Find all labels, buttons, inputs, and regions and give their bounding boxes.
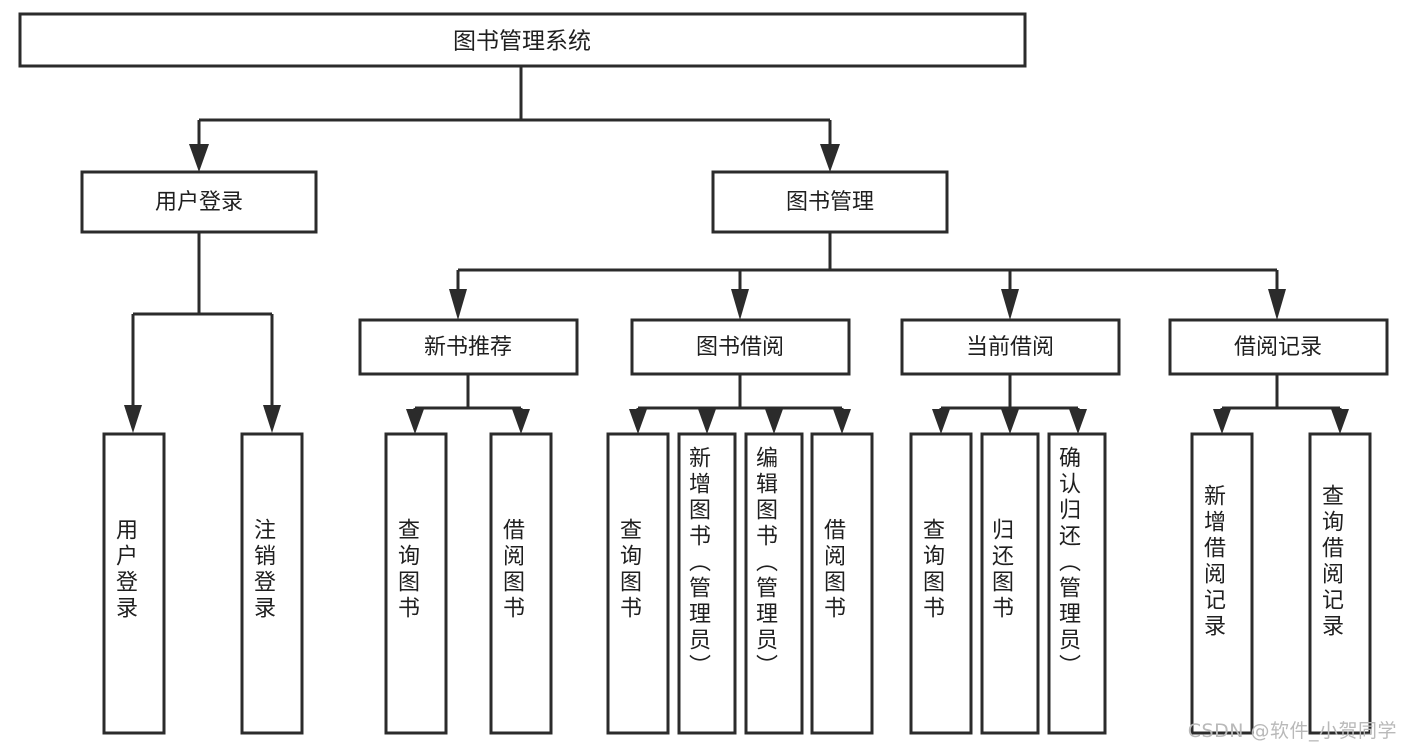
node-book-borrow[interactable]: 图书借阅 [630, 318, 851, 376]
leaf-box-user-login-1[interactable] [240, 432, 304, 735]
node-book-borrow-box[interactable] [630, 318, 851, 376]
connectors-borrow-record [1213, 374, 1349, 434]
node-book-borrow-label: 图书借阅 [696, 335, 784, 360]
leaf-box-new-book-1[interactable] [489, 432, 553, 735]
node-borrow-record-label: 借阅记录 [1234, 335, 1322, 360]
leaf-box-new-book-0[interactable] [384, 432, 448, 735]
connectors-root [189, 66, 840, 172]
node-root-box[interactable] [18, 12, 1027, 68]
node-borrow-record[interactable]: 借阅记录 [1168, 318, 1389, 376]
leaf-box-book-borrow-2[interactable] [744, 432, 804, 735]
node-current-borrow-box[interactable] [900, 318, 1121, 376]
node-current-borrow[interactable]: 当前借阅 [900, 318, 1121, 376]
leaf-box-borrow-record-1[interactable] [1308, 432, 1372, 735]
leaf-box-book-borrow-3[interactable] [810, 432, 874, 735]
connectors-book-manage [449, 232, 1286, 320]
node-root[interactable]: 图书管理系统 [18, 12, 1027, 68]
csdn-watermark: CSDN @软件_小贺同学 [1187, 720, 1397, 742]
leaf-box-borrow-record-0[interactable] [1190, 432, 1254, 735]
leaf-box-user-login-0[interactable] [102, 432, 166, 735]
node-user-login[interactable]: 用户登录 [80, 170, 318, 234]
leaf-box-book-borrow-1[interactable] [677, 432, 737, 735]
node-borrow-record-box[interactable] [1168, 318, 1389, 376]
node-new-book-recommend-label: 新书推荐 [424, 335, 512, 360]
node-new-book-recommend[interactable]: 新书推荐 [358, 318, 579, 376]
node-book-manage-label: 图书管理 [786, 190, 874, 215]
leaf-box-current-borrow-2[interactable] [1047, 432, 1107, 735]
leaf-boxes [102, 432, 1372, 735]
connectors-current-borrow [932, 374, 1087, 434]
node-book-manage[interactable]: 图书管理 [711, 170, 949, 234]
leaf-box-current-borrow-1[interactable] [980, 432, 1040, 735]
leaf-box-current-borrow-0[interactable] [909, 432, 973, 735]
connectors-new-book-recommend [406, 374, 530, 434]
connectors-user-login [124, 232, 281, 433]
node-book-manage-box[interactable] [711, 170, 949, 234]
connectors-book-borrow [629, 374, 851, 434]
node-root-label: 图书管理系统 [453, 29, 591, 55]
node-user-login-box[interactable] [80, 170, 318, 234]
node-current-borrow-label: 当前借阅 [966, 335, 1054, 360]
leaf-box-book-borrow-0[interactable] [606, 432, 670, 735]
node-new-book-recommend-box[interactable] [358, 318, 579, 376]
node-user-login-label: 用户登录 [155, 190, 243, 215]
